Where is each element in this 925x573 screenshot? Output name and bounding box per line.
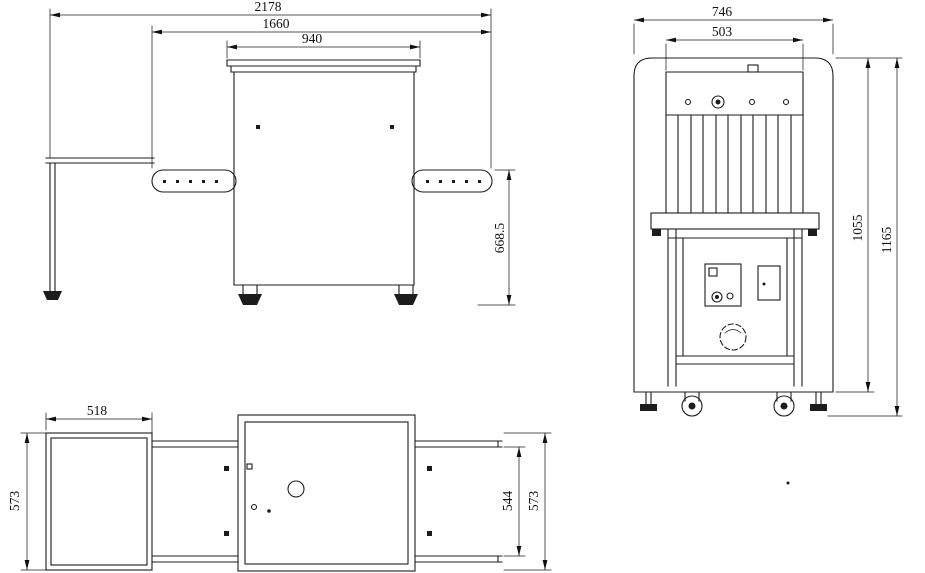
entry-belt-rollers	[163, 180, 218, 183]
top-view: 518 573 544 573	[7, 403, 552, 572]
leveling-foot-left-stem	[645, 391, 652, 405]
dim-front-overall-height: 1165	[827, 58, 903, 417]
dim-label-side-body-length: 940	[302, 31, 323, 46]
lead-curtain	[665, 114, 804, 214]
electronics-knob	[715, 295, 719, 299]
belt-tray	[650, 212, 820, 230]
dim-label-side-belt-height: 668.5	[492, 223, 507, 254]
terminal-box	[757, 265, 781, 301]
body-foot-left	[238, 294, 262, 305]
extension-lines	[835, 57, 903, 393]
body-plan	[237, 414, 416, 572]
dim-label-front-cabinet-height: 1055	[850, 214, 865, 241]
leveling-foot-right-stem	[815, 391, 822, 405]
scanner-body-outline	[226, 59, 421, 286]
stray-mark	[786, 481, 790, 485]
dim-label-top-table-length: 518	[87, 403, 108, 418]
dim-side-belt-height: 668.5	[477, 169, 516, 306]
dim-label-top-belt-width: 544	[500, 491, 515, 512]
caster-left-hub	[688, 402, 696, 410]
caster-left-wheel	[681, 395, 703, 417]
entry-table-plan	[45, 432, 153, 571]
entry-table-foot	[43, 291, 62, 300]
exit-belt-plan-rails	[414, 440, 503, 563]
caster-right-wheel	[773, 395, 795, 417]
indicator-lamp-1	[684, 98, 692, 106]
indicator-lamp-2	[748, 98, 756, 106]
key-switch-core	[715, 99, 721, 105]
extension-lines	[49, 8, 492, 169]
extension-lines	[20, 432, 50, 571]
dim-label-top-right-depth: 573	[526, 491, 541, 512]
exit-belt	[411, 169, 493, 193]
front-view: 746 503	[633, 4, 903, 485]
body-plan-keyhole	[287, 480, 305, 498]
dim-front-tunnel-width: 503	[665, 24, 804, 71]
entry-table	[45, 157, 155, 292]
electronics-knob-ring	[711, 291, 723, 303]
body-foot-left-legs	[242, 284, 258, 295]
top-notch	[747, 64, 759, 73]
entry-belt	[151, 169, 237, 193]
dim-top-right-depth: 573	[503, 432, 552, 571]
dim-side-body-length: 940	[226, 31, 421, 59]
side-view: 2178 1660 940 668.5	[43, 0, 516, 306]
dim-side-conveyor-length: 1660	[151, 16, 491, 169]
entry-belt-plan-rails	[151, 440, 239, 563]
extension-lines	[226, 40, 421, 59]
extension-lines	[633, 23, 834, 55]
leveling-foot-right	[810, 404, 827, 411]
dim-label-front-overall-height: 1165	[879, 227, 894, 254]
body-foot-right	[394, 294, 418, 305]
terminal-box-dot	[762, 282, 766, 286]
body-plan-dot	[267, 509, 271, 513]
dim-label-side-conveyor-length: 1660	[263, 16, 290, 31]
body-plan-latch	[246, 463, 253, 470]
cabinet-shell	[633, 57, 834, 393]
caster-right-hub	[780, 402, 788, 410]
dim-top-belt-width: 544	[500, 446, 526, 557]
dim-label-side-overall-length: 2178	[255, 0, 282, 14]
belt-tray-brackets	[652, 229, 817, 236]
dim-side-overall-length: 2178	[49, 0, 492, 169]
dim-front-cabinet-height: 1055	[835, 57, 903, 393]
dim-top-left-depth: 573	[7, 432, 50, 571]
indicator-lamp-3	[782, 98, 790, 106]
entry-belt-plan-clips	[224, 466, 229, 536]
extension-lines	[665, 43, 804, 71]
control-panel	[665, 71, 804, 116]
exit-belt-rollers	[426, 180, 481, 183]
body-plan-port	[250, 503, 258, 511]
key-switch	[711, 95, 725, 109]
cooling-fan	[719, 323, 747, 351]
side-panel-buttons	[256, 125, 394, 129]
lower-frame	[667, 228, 803, 387]
dim-front-overall-width: 746	[633, 4, 834, 55]
extension-lines	[503, 446, 526, 557]
dim-label-front-tunnel-width: 503	[712, 24, 733, 39]
body-plan-inner	[244, 421, 409, 565]
electronics-box	[704, 263, 742, 307]
entry-table-plan-inner	[50, 437, 148, 566]
exit-belt-plan-clips	[427, 466, 432, 536]
body-foot-right-legs	[398, 284, 414, 295]
electronics-socket	[726, 292, 734, 300]
dim-label-top-left-depth: 573	[7, 491, 22, 512]
electronics-box-switch	[708, 267, 718, 277]
dim-label-front-overall-width: 746	[712, 4, 733, 19]
cooling-fan-blade	[724, 329, 742, 334]
leveling-foot-left	[640, 404, 657, 411]
